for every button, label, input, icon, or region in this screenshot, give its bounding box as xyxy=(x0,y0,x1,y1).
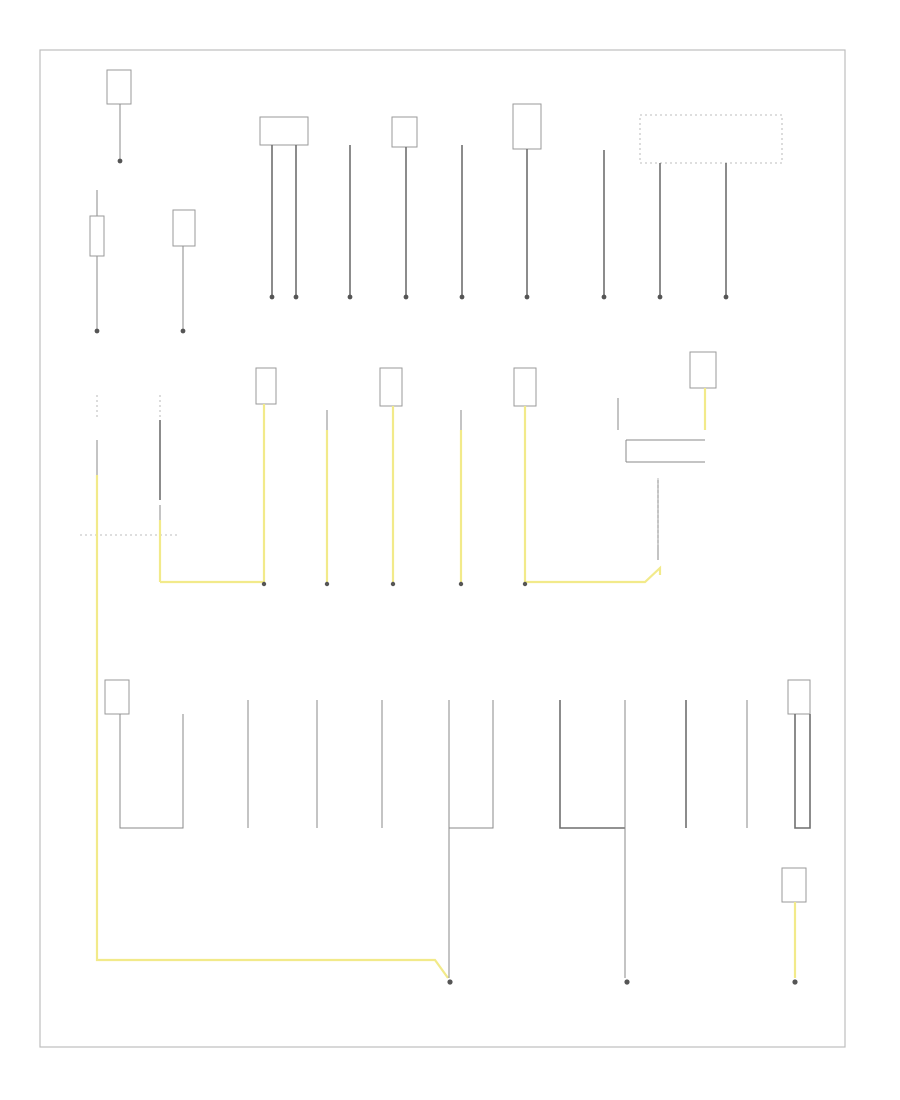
diagram-border xyxy=(39,49,846,1048)
fuse-box-component xyxy=(255,367,277,405)
ground-point xyxy=(180,328,186,334)
middle-ground-points xyxy=(261,581,528,587)
relay-component xyxy=(379,367,403,407)
switch-component xyxy=(512,103,542,150)
lamp-component xyxy=(391,116,418,148)
bottom-section xyxy=(104,679,811,978)
headlight-component xyxy=(259,116,309,146)
relay-component xyxy=(787,679,811,715)
bottom-ground-points xyxy=(447,979,798,985)
ground-point xyxy=(94,328,100,334)
engine-component xyxy=(106,69,132,105)
battery-component xyxy=(89,215,105,257)
assembly-enclosure xyxy=(639,114,783,164)
middle-section xyxy=(80,351,717,575)
module-component xyxy=(104,679,130,715)
ground-point xyxy=(117,158,123,164)
transmission-component xyxy=(172,209,196,247)
yellow-wires xyxy=(95,388,707,979)
top-section xyxy=(89,69,783,334)
relay-component xyxy=(513,367,537,407)
control-unit-component xyxy=(689,351,717,389)
sensor-component xyxy=(781,867,807,903)
